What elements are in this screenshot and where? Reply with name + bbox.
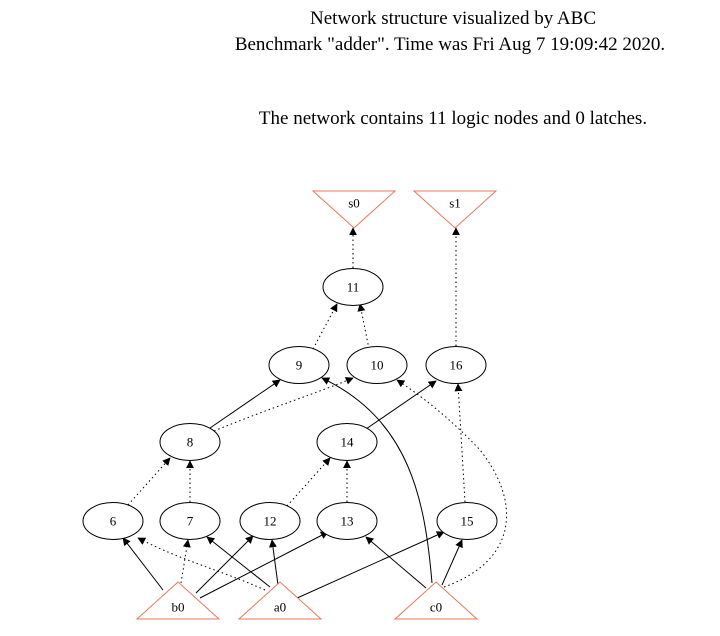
logic-node-label-8: 8	[187, 435, 194, 450]
logic-node-label-11: 11	[347, 280, 360, 295]
edge-n10-to-n11	[357, 303, 370, 350]
edge-a0-to-n15	[294, 531, 445, 600]
edge-n6-to-n8	[127, 457, 171, 506]
summary-line: The network contains 11 logic nodes and …	[258, 108, 648, 129]
logic-node-label-12: 12	[264, 514, 277, 529]
logic-node-12	[239, 502, 301, 540]
logic-node-6	[82, 502, 144, 540]
output-label-s0: s0	[348, 196, 360, 211]
output-label-s1: s1	[449, 196, 461, 211]
edge-c0-to-n15	[441, 539, 463, 586]
benchmark-line: Benchmark "adder". Time was Fri Aug 7 19…	[234, 34, 666, 55]
edge-a0-to-n12	[268, 539, 279, 586]
edge-b0-to-n7	[180, 539, 191, 584]
logic-node-label-9: 9	[296, 358, 303, 373]
edge-n8-to-n9	[209, 379, 281, 429]
logic-node-10	[346, 346, 408, 384]
logic-node-14	[316, 423, 378, 461]
diagram-title: Network structure visualized by ABC	[309, 8, 596, 29]
edge-n12-to-n14	[286, 457, 331, 507]
logic-node-label-16: 16	[450, 358, 464, 373]
edge-c0-to-n13	[365, 536, 427, 589]
logic-node-16	[425, 346, 487, 384]
edge-b0-to-n13	[199, 531, 329, 599]
edge-a0-to-n7	[206, 536, 271, 588]
output-s1	[412, 190, 498, 229]
logic-node-13	[316, 502, 378, 540]
logic-node-label-15: 15	[461, 514, 474, 529]
edge-c0-to-n9	[321, 377, 433, 584]
input-a0	[237, 581, 323, 620]
edge-n14-to-n16	[365, 380, 437, 430]
edge-n8-to-n10	[213, 377, 354, 432]
logic-node-label-10: 10	[371, 358, 384, 373]
input-c0	[393, 581, 479, 620]
logic-node-9	[268, 346, 330, 384]
edge-b0-to-n12	[195, 535, 254, 594]
edge-c0-to-n10	[396, 379, 507, 588]
logic-node-label-6: 6	[110, 514, 117, 529]
edge-b0-to-n6	[122, 537, 164, 591]
logic-node-label-14: 14	[341, 435, 355, 450]
output-s0	[311, 190, 397, 229]
logic-node-15	[436, 502, 498, 540]
input-b0	[135, 581, 221, 620]
input-label-c0: c0	[430, 600, 442, 615]
edge-a0-to-n6	[137, 537, 266, 591]
logic-node-7	[159, 502, 221, 540]
logic-node-8	[159, 423, 221, 461]
input-label-b0: b0	[172, 600, 185, 615]
input-label-a0: a0	[274, 600, 286, 615]
edge-n15-to-n16	[454, 383, 466, 503]
edge-n9-to-n11	[312, 303, 338, 350]
logic-node-label-7: 7	[187, 514, 194, 529]
logic-node-11	[322, 268, 384, 306]
logic-node-label-13: 13	[341, 514, 354, 529]
